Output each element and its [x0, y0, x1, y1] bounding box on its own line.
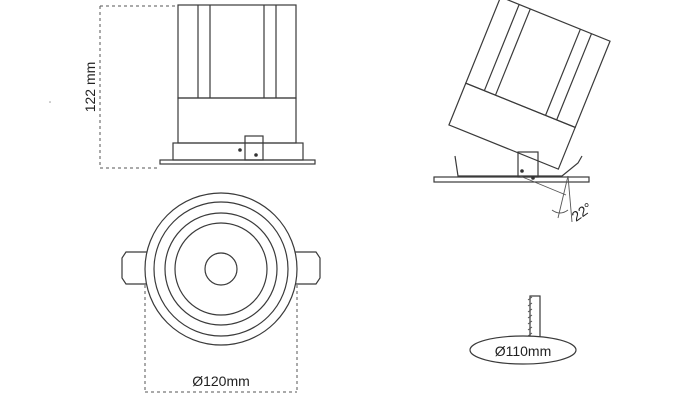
tilt-angle-label: 22°	[569, 199, 596, 224]
left-spring	[121, 251, 148, 285]
tilted-view: 22°	[433, 0, 611, 224]
side-view-flange	[172, 142, 304, 161]
cutout-dimension-label: Ø110mm	[495, 343, 552, 359]
side-view-body	[177, 97, 297, 144]
tilt-axis-line	[557, 175, 569, 219]
reflector-inner	[174, 222, 268, 316]
outer-trim-ring	[144, 192, 298, 346]
diameter-dimension-label: Ø120mm	[192, 373, 250, 389]
side-view-ceiling-plate	[159, 159, 316, 165]
side-view: 122 mm	[49, 4, 316, 169]
height-dimension-label: 122 mm	[82, 62, 98, 113]
tilted-view-flange	[454, 155, 583, 177]
side-view-heatsink	[177, 4, 297, 99]
tilted-view-heatsink	[465, 0, 611, 129]
front-view: Ø120mm	[121, 192, 321, 393]
right-spring	[294, 251, 321, 285]
cutout-detail: Ø110mm	[469, 295, 577, 365]
cutout-ellipse	[469, 335, 577, 365]
lens	[204, 252, 238, 286]
reflector-outer	[164, 212, 278, 326]
tilted-view-body	[448, 82, 576, 170]
side-view-clip	[244, 135, 264, 161]
tilted-view-clip	[517, 151, 539, 178]
tilted-view-ceiling-plate	[433, 176, 590, 183]
trim-inner-edge	[153, 201, 289, 337]
